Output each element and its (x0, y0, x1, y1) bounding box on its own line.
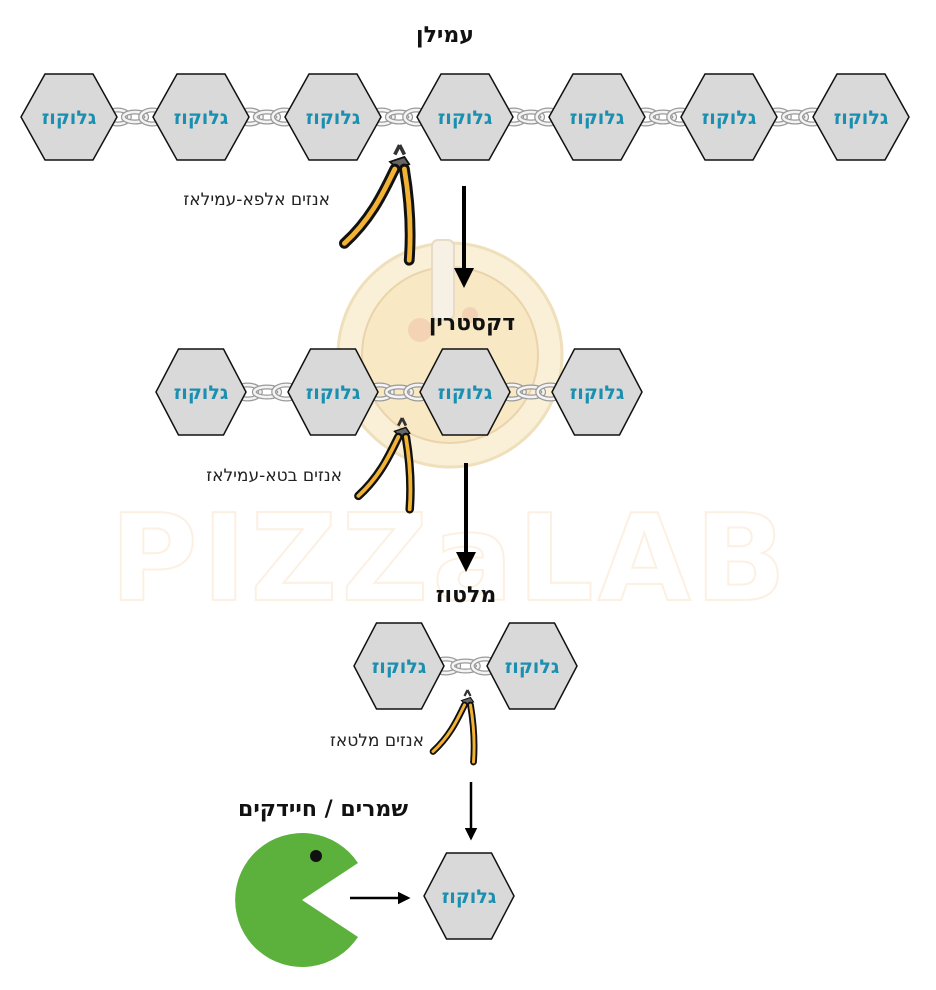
glucose-hexagon (423, 852, 515, 940)
glucose-label: גלוקוז (834, 107, 889, 129)
glucose-label: גלוקוז (442, 886, 497, 908)
glucose-label: גלוקוז (438, 382, 493, 404)
glucose-hexagon (152, 73, 250, 161)
pliers-icon-1 (338, 144, 416, 266)
glucose-hexagon (353, 622, 445, 710)
glucose-hexagon (812, 73, 910, 161)
glucose-label: גלוקוז (570, 382, 625, 404)
pacman-yeast-icon (235, 832, 358, 967)
glucose-label: גלוקוז (306, 382, 361, 404)
glucose-label: גלוקוז (42, 107, 97, 129)
enzyme-label-maltase: אנזים מלטאז (330, 731, 424, 751)
glucose-hexagon (416, 73, 514, 161)
glucose-label: גלוקוז (174, 107, 229, 129)
glucose-label: גלוקוז (174, 382, 229, 404)
pliers-icon-3 (429, 689, 478, 766)
glucose-hexagon (548, 73, 646, 161)
glucose-hexagon (284, 73, 382, 161)
glucose-units-layer: גלוקוז גלוקוז גלוקוז גלוקוז גלוקוז גלוקוז גלוק… (20, 73, 910, 940)
stage-title-yeast: שמרים / חיידקים (238, 797, 408, 822)
stage-title-dextrin: דקסטרין (429, 311, 515, 336)
glucose-hexagon (486, 622, 578, 710)
glucose-hexagon (419, 348, 511, 436)
glucose-hexagon (155, 348, 247, 436)
glucose-label: גלוקוז (372, 656, 427, 678)
glucose-label: גלוקוז (570, 107, 625, 129)
glucose-hexagon (680, 73, 778, 161)
enzyme-label-beta-amylase: אנזים בטא-עמילאז (206, 466, 342, 486)
glucose-label: גלוקוז (505, 656, 560, 678)
glucose-hexagon (20, 73, 118, 161)
watermark-logo-text: PIZZaLAB (110, 490, 790, 629)
glucose-label: גלוקוז (438, 107, 493, 129)
stage-title-maltose: מלטוז (436, 583, 497, 608)
glucose-label: גלוקוז (306, 107, 361, 129)
pacman-eye-icon (310, 850, 322, 862)
glucose-hexagon (551, 348, 643, 436)
glucose-hexagon (287, 348, 379, 436)
glucose-label: גלוקוז (702, 107, 757, 129)
enzyme-label-alpha-amylase: אנזים אלפא-עמילאז (183, 190, 330, 210)
stage-title-starch: עמילן (416, 23, 474, 48)
pliers-icon-2 (354, 417, 415, 514)
